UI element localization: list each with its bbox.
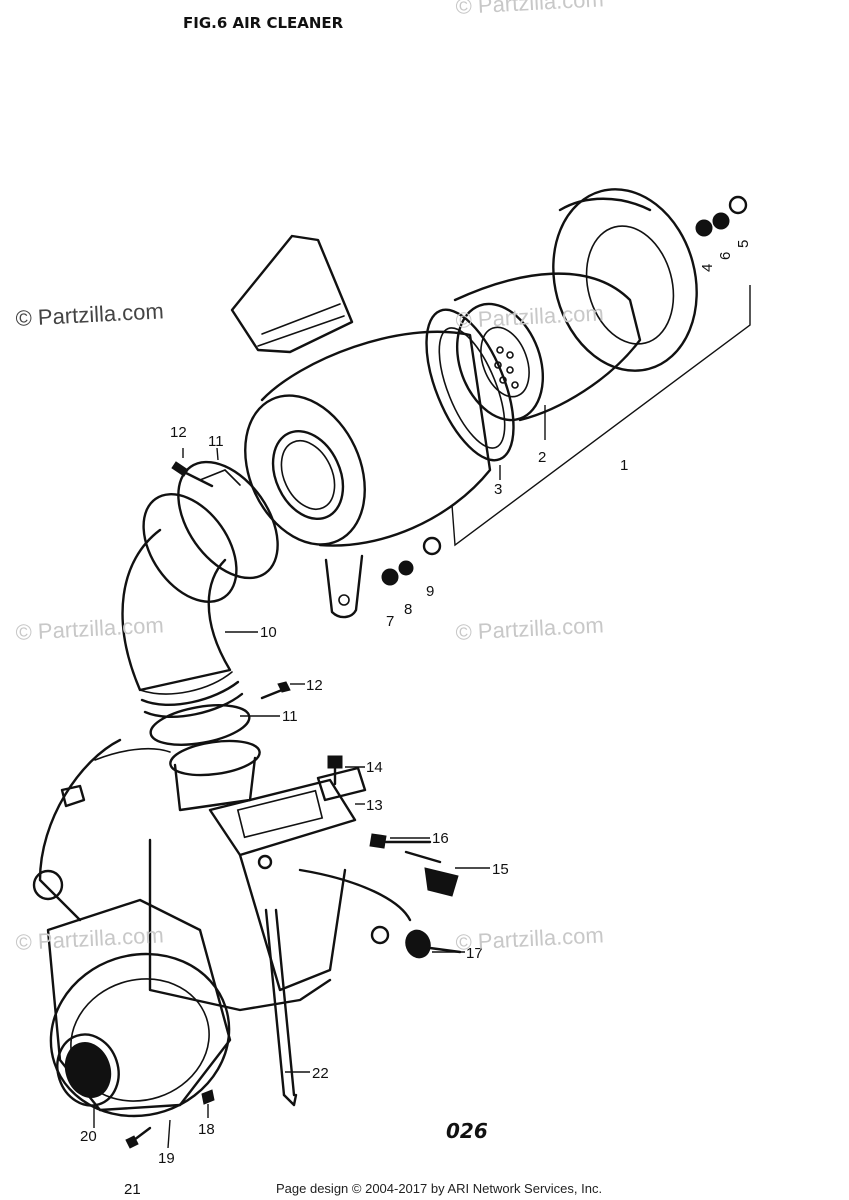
page-number: 026 [446, 1119, 488, 1143]
callout-4: 4 [699, 264, 716, 272]
intake-hose-10 [121, 493, 244, 719]
callout-labels: 1 2 3 4 5 6 7 8 9 10 11 11 12 12 13 14 1… [80, 240, 752, 1198]
watermark-left-mid: © Partzilla.com [15, 612, 164, 645]
callout-16: 16 [432, 830, 449, 847]
callout-9: 9 [426, 583, 434, 600]
figure-title: FIG.6 AIR CLEANER [183, 14, 344, 32]
bolt-14 [327, 755, 343, 786]
screw-18 [201, 1089, 215, 1105]
callout-8: 8 [404, 601, 412, 618]
callout-12-lower: 12 [306, 677, 323, 694]
callout-18: 18 [198, 1121, 215, 1138]
callout-11-upper: 11 [208, 433, 224, 450]
callout-21: 21 [124, 1181, 141, 1198]
plug-15 [404, 850, 459, 897]
side-cover-20 [46, 898, 232, 1118]
callout-2: 2 [538, 449, 546, 466]
callout-17: 17 [466, 945, 483, 962]
screw-21 [125, 1126, 152, 1149]
callout-1: 1 [620, 457, 628, 474]
callout-20: 20 [80, 1128, 97, 1145]
housing-fasteners [381, 536, 442, 586]
engine-crankcase [32, 738, 412, 1012]
callout-12-upper: 12 [170, 424, 187, 441]
callout-7: 7 [386, 613, 394, 630]
callout-13: 13 [366, 797, 383, 814]
watermark-right-mid: © Partzilla.com [455, 612, 604, 645]
callout-11-lower: 11 [282, 708, 298, 725]
breather-tube-22 [264, 908, 298, 1107]
leader-lines [93, 285, 751, 1149]
gasket-3 [425, 308, 515, 462]
air-cleaner-housing [230, 234, 492, 619]
callout-6: 6 [717, 252, 734, 260]
footer-copyright: Page design © 2004-2017 by ARI Network S… [276, 1181, 602, 1196]
watermark-left-bottom: © Partzilla.com [15, 922, 164, 955]
callout-14: 14 [366, 759, 383, 776]
cap-fasteners [695, 195, 748, 237]
bolt-12-lower [260, 681, 291, 700]
callout-19: 19 [158, 1150, 175, 1167]
callout-10: 10 [260, 624, 277, 641]
watermark-top: © Partzilla.com [455, 0, 604, 19]
gasket-13 [316, 766, 367, 802]
watermark-right-bottom: © Partzilla.com [455, 922, 604, 955]
callout-5: 5 [735, 240, 752, 248]
clamp-11-upper [177, 460, 279, 580]
watermark-left-top: © Partzilla.com [15, 298, 164, 331]
air-cleaner-cap [552, 188, 698, 372]
bolt-12-upper [171, 461, 214, 488]
bolt-16 [369, 833, 432, 849]
callout-3: 3 [494, 481, 502, 498]
watermarks: © Partzilla.com © Partzilla.com © Partzi… [15, 0, 604, 955]
plug-17 [405, 929, 462, 959]
callout-22: 22 [312, 1065, 329, 1082]
filter-element-2 [453, 272, 642, 422]
callout-15: 15 [492, 861, 509, 878]
